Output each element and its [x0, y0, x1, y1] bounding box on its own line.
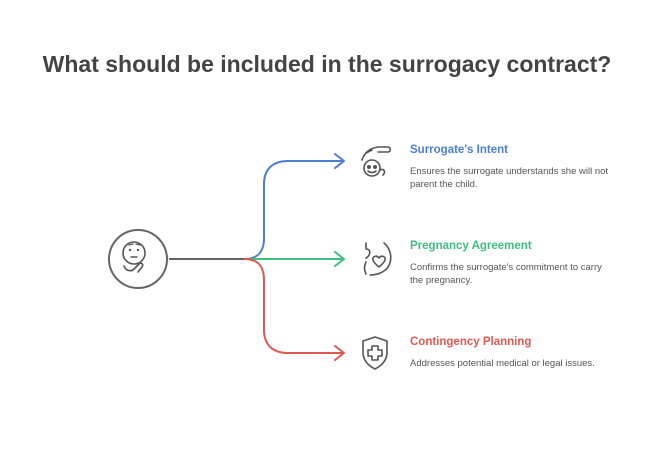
arrowhead-contingency-planning	[334, 345, 345, 361]
arrowhead-surrogates-intent	[334, 153, 345, 169]
branch-item-surrogates-intent: Surrogate's Intent Ensures the surrogate…	[410, 144, 615, 191]
thinking-face-icon	[108, 229, 168, 289]
shield-medical-cross-icon	[362, 336, 388, 370]
branch-title: Pregnancy Agreement	[410, 240, 532, 252]
page-title: What should be included in the surrogacy…	[42, 51, 612, 77]
branch-line-surrogates-intent	[243, 160, 343, 260]
arrowhead-pregnancy-agreement	[334, 251, 345, 267]
pregnant-belly-heart-icon	[363, 242, 392, 276]
branch-title: Surrogate's Intent	[410, 144, 508, 156]
branch-title: Contingency Planning	[410, 336, 532, 348]
branch-item-contingency-planning: Contingency Planning Addresses potential…	[410, 336, 615, 370]
branch-item-pregnancy-agreement: Pregnancy Agreement Confirms the surroga…	[410, 240, 615, 287]
hand-coins-icon	[361, 146, 392, 177]
branch-description: Addresses potential medical or legal iss…	[410, 358, 595, 369]
branch-line-contingency-planning	[243, 258, 343, 354]
branch-description: Confirms the surrogate's commitment to c…	[410, 262, 602, 286]
branch-description: Ensures the surrogate understands she wi…	[410, 166, 609, 190]
